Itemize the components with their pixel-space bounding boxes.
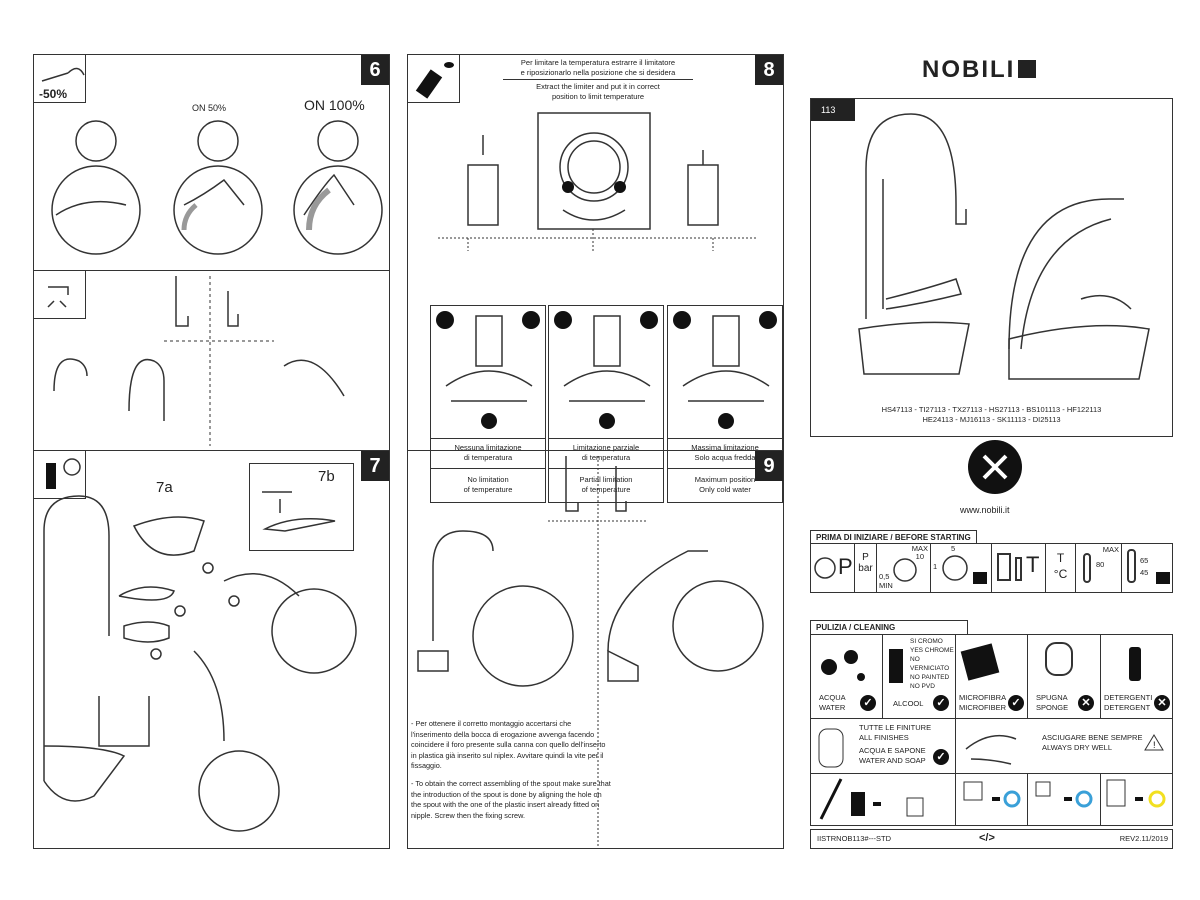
tools-icon [34, 451, 86, 499]
disposal-recycle-blue-2 [1028, 774, 1101, 825]
step-7b-inset: 7b [249, 463, 354, 551]
on-100-label: ON 100% [304, 97, 365, 113]
tools-badge-icon [968, 440, 1022, 494]
step-number: 8 [755, 55, 783, 85]
handle-assembly-illustration [43, 495, 357, 832]
footer-bar: IISTRNOB113#---STD </> REV2.11/2019 [810, 829, 1173, 849]
instruction-italian: Per limitare la temperatura estrarre il … [520, 58, 676, 77]
step-number: 7 [361, 451, 389, 481]
aerator-illustration [53, 276, 345, 446]
left-panel: -50% 6 ON 50% ON 100% 7 7a 7b [33, 54, 390, 849]
step-number: 9 [755, 451, 783, 481]
warning-icon: ! [1144, 734, 1164, 751]
product-code: 113 [811, 99, 855, 121]
svg-text:!: ! [1153, 740, 1156, 750]
revision: REV2.11/2019 [1119, 834, 1168, 843]
icon-label: -50% [39, 87, 68, 101]
lever-positions-illustration [51, 120, 383, 255]
assembly-instructions-italian: - Per ottenere il corretto montaggio acc… [411, 719, 606, 770]
spout-removal-section [34, 271, 389, 451]
ok-check-icon: ✓ [860, 695, 876, 711]
document-code: IISTRNOB113#---STD [817, 834, 892, 843]
step-7-section: 7 7a 7b [34, 451, 389, 850]
limiter-tool-icon [408, 55, 460, 103]
pressure-icon: P [811, 544, 855, 592]
before-starting-header: PRIMA DI INIZIARE / BEFORE STARTING [810, 530, 977, 544]
aerator-icon [34, 271, 86, 319]
instruction-english: Extract the limiter and put it in correc… [536, 82, 660, 101]
not-allowed-icon: ✕ [1154, 695, 1170, 711]
ok-check-icon: ✓ [1008, 695, 1024, 711]
cleaning-header: PULIZIA / CLEANING [810, 620, 968, 634]
ok-check-icon: ✓ [933, 749, 949, 765]
not-allowed-icon: ✕ [1078, 695, 1094, 711]
ok-check-icon: ✓ [933, 695, 949, 711]
spout-assembly-illustration [417, 456, 764, 846]
disposal-row [811, 774, 1172, 825]
water-heater-temp-icon: T [992, 544, 1046, 592]
sub-step-7b: 7b [318, 468, 335, 485]
website-link[interactable]: www.nobili.it [960, 505, 1010, 515]
step-number: 6 [361, 55, 389, 85]
disposal-general-waste [811, 774, 956, 825]
temperature-unit: T°C [1046, 544, 1076, 592]
middle-panel: 8 Per limitare la temperatura estrarre i… [407, 54, 784, 849]
step-9-section: 9 - Per ottenere il corretto montaggio a… [408, 451, 783, 850]
code-icon: </> [979, 832, 995, 844]
limiter-illustration [438, 112, 758, 251]
assembly-instructions-english: - To obtain the correct assembling of th… [411, 779, 611, 820]
product-box: 113 HS47113 - TI27113 - TX27113 - HS2711… [810, 98, 1173, 437]
on-50-label: ON 50% [192, 103, 227, 113]
model-list: HS47113 - TI27113 - TX27113 - HS27113 - … [881, 405, 1102, 424]
disposal-recycle-yellow [1101, 774, 1172, 825]
lever-half-icon: -50% [34, 55, 86, 103]
sub-step-7a: 7a [156, 479, 173, 496]
disposal-recycle-blue [956, 774, 1028, 825]
step-8-section: 8 Per limitare la temperatura estrarre i… [408, 55, 783, 503]
step-6-section: -50% 6 ON 50% ON 100% [34, 55, 389, 271]
brand-logo: NOBILI [922, 56, 1037, 84]
faucet-illustration [858, 113, 1150, 380]
